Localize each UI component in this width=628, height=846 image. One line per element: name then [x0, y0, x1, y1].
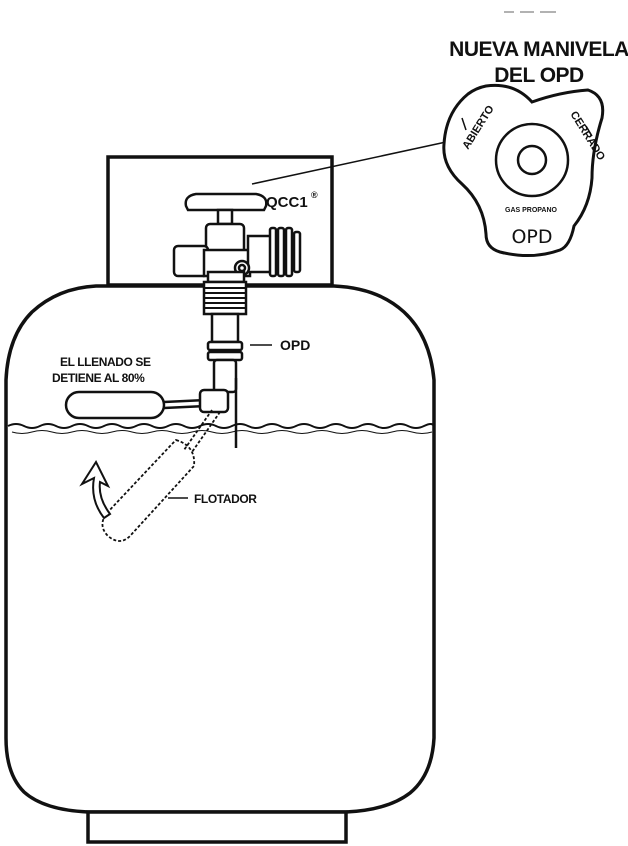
valve-assembly	[172, 192, 302, 316]
handle-gas-label: GAS PROPANO	[505, 207, 558, 214]
handle-opd-label: OPD	[511, 226, 552, 248]
qcc1-label: QCC1	[266, 194, 308, 211]
handle-hub-inner	[516, 144, 548, 176]
opd-label: OPD	[280, 337, 310, 353]
fill-stop-line-2: DETIENE AL 80%	[52, 371, 145, 385]
handwheel	[184, 192, 268, 212]
valve-threads	[204, 287, 246, 309]
qcc1-registered-mark: ®	[311, 190, 318, 200]
opd-handle	[442, 83, 605, 257]
float-arm	[64, 388, 230, 420]
liquid-level-line-2	[11, 430, 433, 434]
liquid-level-line	[7, 423, 435, 429]
leader-handle	[251, 141, 447, 185]
float-dashed-position	[101, 409, 221, 542]
tank-foot-ring	[86, 810, 348, 844]
title-line-1: NUEVA MANIVELA	[449, 38, 628, 61]
title-line-2: DEL OPD	[494, 64, 584, 87]
open-arrow	[461, 117, 467, 131]
fill-stop-line-1: EL LLENADO SE	[60, 355, 151, 369]
closed-arrow	[585, 125, 593, 137]
float-rise-arrow	[79, 459, 112, 520]
float-label: FLOTADOR	[194, 492, 257, 506]
